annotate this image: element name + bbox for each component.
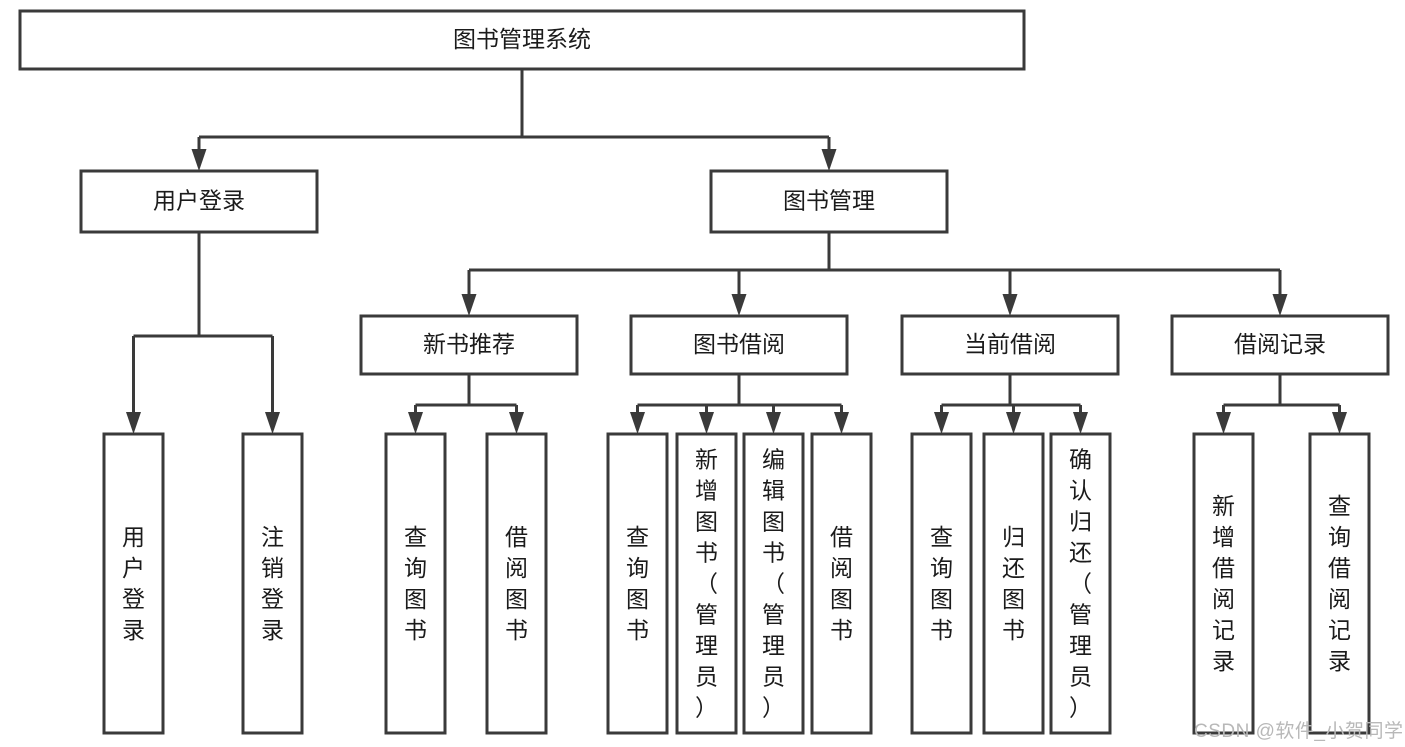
arrow-head-icon [821, 149, 837, 171]
node-label: 当前借阅 [964, 331, 1056, 357]
node-box[interactable] [910, 432, 973, 735]
connector-group [408, 374, 524, 434]
arrow-head-icon [1216, 412, 1231, 434]
node-label: 图书管理 [783, 188, 875, 214]
node-label: 借阅图书 [830, 524, 853, 643]
node-leaf-add-book[interactable]: 新增图书（管理员） [675, 432, 738, 735]
node-box[interactable] [900, 314, 1120, 376]
node-label: 新增借阅记录 [1212, 493, 1235, 674]
node-leaf-borrow-book-1[interactable]: 借阅图书 [485, 432, 548, 735]
node-leaf-edit-book[interactable]: 编辑图书（管理员） [742, 432, 805, 735]
node-user-login[interactable]: 用户登录 [79, 169, 319, 234]
node-box[interactable] [18, 9, 1026, 71]
node-leaf-return-book[interactable]: 归还图书 [982, 432, 1045, 735]
node-root[interactable]: 图书管理系统 [18, 9, 1026, 71]
node-box[interactable] [241, 432, 304, 735]
node-leaf-user-login[interactable]: 用户登录 [102, 432, 165, 735]
node-box[interactable] [606, 432, 669, 735]
node-label: 新增图书（管理员） [695, 447, 718, 721]
node-box[interactable] [359, 314, 579, 376]
node-leaf-query-book-3[interactable]: 查询图书 [910, 432, 973, 735]
node-leaf-query-record[interactable]: 查询借阅记录 [1308, 432, 1371, 735]
arrow-head-icon [408, 412, 423, 434]
arrow-head-icon [1073, 412, 1088, 434]
arrow-head-icon [834, 412, 849, 434]
node-label: 用户登录 [153, 188, 245, 214]
node-box[interactable] [79, 169, 319, 234]
arrow-head-icon [509, 412, 524, 434]
node-box[interactable] [102, 432, 165, 735]
connector-group [461, 232, 1288, 316]
connector-group [191, 69, 837, 171]
connector-group [1216, 374, 1347, 434]
arrow-head-icon [126, 412, 141, 434]
node-box[interactable] [1192, 432, 1255, 735]
node-label: 查询借阅记录 [1328, 493, 1351, 674]
node-label: 查询图书 [626, 524, 649, 643]
node-label: 新书推荐 [423, 331, 515, 357]
node-box[interactable] [1170, 314, 1390, 376]
node-label: 借阅记录 [1234, 331, 1326, 357]
node-box[interactable] [709, 169, 949, 234]
node-box[interactable] [629, 314, 849, 376]
node-box[interactable] [1049, 432, 1112, 735]
node-label: 查询图书 [930, 524, 953, 643]
node-leaf-query-book-2[interactable]: 查询图书 [606, 432, 669, 735]
arrow-head-icon [1006, 412, 1021, 434]
node-label: 查询图书 [404, 524, 427, 643]
node-leaf-confirm-return[interactable]: 确认归还（管理员） [1049, 432, 1112, 735]
arrow-head-icon [1002, 294, 1018, 316]
node-label: 确认归还（管理员） [1069, 447, 1092, 721]
node-label: 归还图书 [1002, 524, 1025, 643]
connector-group [126, 232, 280, 434]
node-new-book-rec[interactable]: 新书推荐 [359, 314, 579, 376]
arrow-head-icon [265, 412, 280, 434]
node-book-manage[interactable]: 图书管理 [709, 169, 949, 234]
arrow-head-icon [699, 412, 714, 434]
node-book-borrow[interactable]: 图书借阅 [629, 314, 849, 376]
node-box[interactable] [810, 432, 873, 735]
connector-group [630, 374, 849, 434]
node-box[interactable] [485, 432, 548, 735]
node-leaf-borrow-book-2[interactable]: 借阅图书 [810, 432, 873, 735]
node-box[interactable] [384, 432, 447, 735]
arrow-head-icon [191, 149, 207, 171]
node-label: 图书管理系统 [453, 26, 591, 52]
node-label: 注销登录 [261, 524, 284, 643]
node-box[interactable] [742, 432, 805, 735]
arrow-head-icon [731, 294, 747, 316]
node-label: 图书借阅 [693, 331, 785, 357]
node-borrow-record[interactable]: 借阅记录 [1170, 314, 1390, 376]
node-label: 用户登录 [122, 524, 145, 643]
node-box[interactable] [982, 432, 1045, 735]
node-leaf-query-book-1[interactable]: 查询图书 [384, 432, 447, 735]
connector-layer [126, 69, 1347, 434]
csdn-watermark: CSDN @软件_小贺同学 [1194, 721, 1404, 742]
arrow-head-icon [1332, 412, 1347, 434]
arrow-head-icon [934, 412, 949, 434]
node-current-borrow[interactable]: 当前借阅 [900, 314, 1120, 376]
node-leaf-add-record[interactable]: 新增借阅记录 [1192, 432, 1255, 735]
arrow-head-icon [766, 412, 781, 434]
node-leaf-logout[interactable]: 注销登录 [241, 432, 304, 735]
node-layer: 图书管理系统用户登录图书管理新书推荐图书借阅当前借阅借阅记录用户登录注销登录查询… [18, 9, 1390, 735]
node-box[interactable] [1308, 432, 1371, 735]
node-box[interactable] [675, 432, 738, 735]
connector-group [934, 374, 1088, 434]
node-label: 编辑图书（管理员） [762, 447, 785, 721]
arrow-head-icon [630, 412, 645, 434]
arrow-head-icon [1272, 294, 1288, 316]
arrow-head-icon [461, 294, 477, 316]
node-label: 借阅图书 [505, 524, 528, 643]
